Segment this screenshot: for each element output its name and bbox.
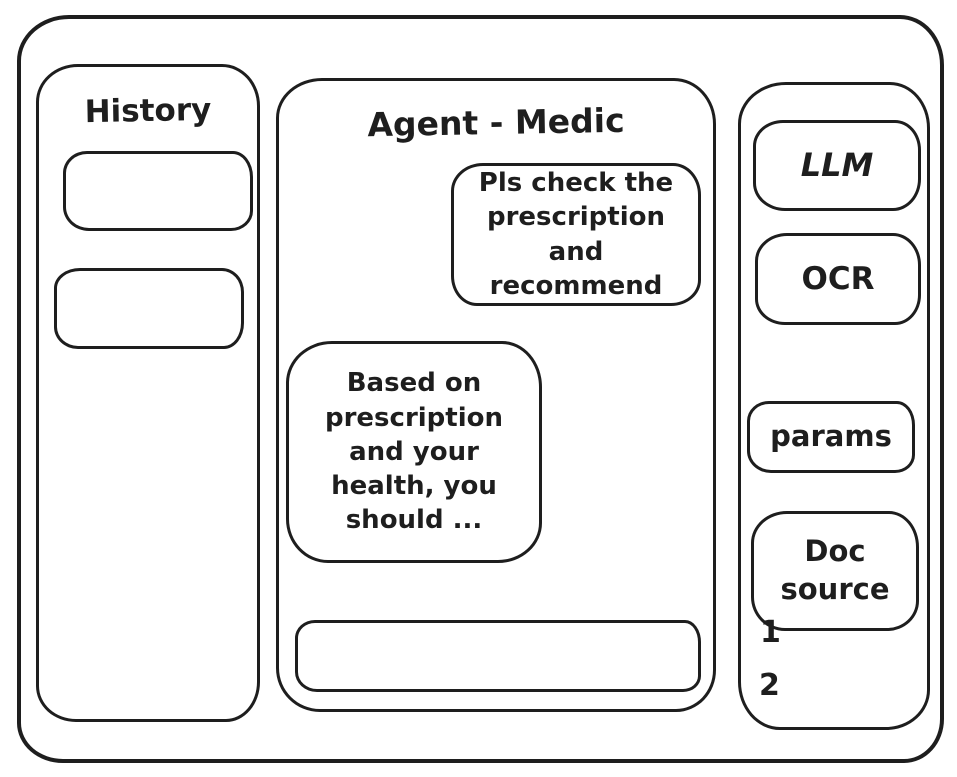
- chat-message-input[interactable]: [295, 620, 701, 692]
- doc-source-item-1[interactable]: 1: [760, 615, 781, 650]
- history-panel: History: [36, 64, 260, 722]
- chat-title: Agent - Medic: [367, 100, 625, 145]
- user-message-text: Pls check the prescription and recommend: [478, 167, 674, 301]
- tools-panel: LLM OCR params Doc source 1 2: [738, 82, 930, 730]
- llm-button[interactable]: LLM: [753, 120, 921, 211]
- doc-source-item-2[interactable]: 2: [759, 668, 780, 703]
- history-item[interactable]: [54, 268, 244, 349]
- user-message-bubble: Pls check the prescription and recommend: [451, 163, 701, 306]
- doc-source-button[interactable]: Doc source: [751, 511, 919, 631]
- history-title: History: [84, 91, 212, 131]
- ocr-button[interactable]: OCR: [755, 233, 921, 325]
- assistant-message-text: Based on prescription and your health, y…: [324, 368, 503, 536]
- assistant-message-bubble: Based on prescription and your health, y…: [286, 341, 542, 563]
- history-item[interactable]: [63, 151, 253, 231]
- chat-panel: Agent - Medic Pls check the prescription…: [276, 78, 716, 712]
- params-button[interactable]: params: [747, 401, 915, 473]
